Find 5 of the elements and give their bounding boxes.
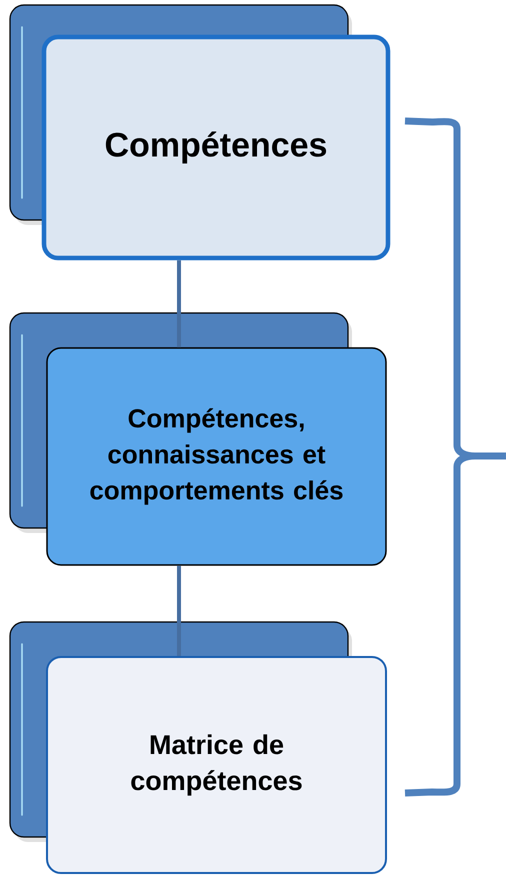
connector-line — [177, 260, 181, 348]
process-box: Compétences — [42, 34, 390, 260]
process-box: Compétences, connaissances et comportements clés — [46, 347, 387, 566]
connector-line — [177, 566, 181, 656]
process-box: Matrice de compétences — [46, 656, 387, 874]
